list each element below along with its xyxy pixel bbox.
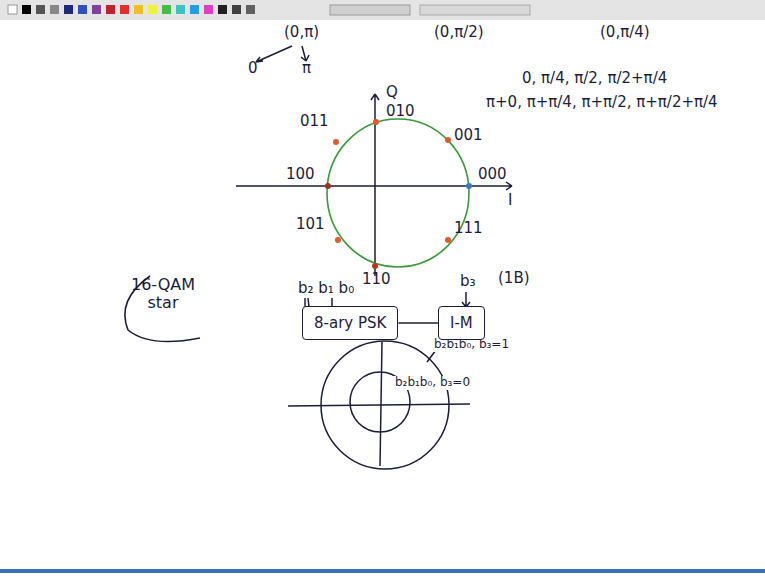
connector — [398, 323, 438, 324]
handwritten-label: 16-QAM star — [124, 276, 202, 313]
handwritten-label: b₂b₁b₀, b₃=1 — [432, 338, 511, 352]
star-circles — [288, 341, 470, 469]
handwritten-label: 0, π/4, π/2, π/2+π/4 — [520, 70, 669, 87]
box-text: 8-ary PSK — [314, 314, 386, 332]
handwritten-label: π+0, π+π/4, π+π/2, π+π/2+π/4 — [484, 94, 720, 111]
iq-axes — [236, 94, 512, 276]
handwritten-label: 101 — [294, 216, 327, 233]
handwritten-label: 000 — [476, 166, 509, 183]
toolbar — [0, 0, 765, 20]
psk-circle — [327, 119, 469, 267]
handwritten-label: 0 — [246, 60, 260, 77]
handwritten-label: π — [300, 60, 313, 77]
handwritten-label: Q — [384, 84, 400, 101]
handwritten-label: 010 — [384, 103, 417, 120]
handwritten-label: b₂b₁b₀, b₃=0 — [393, 376, 472, 390]
handwritten-label: (0,π/2) — [432, 24, 486, 41]
handwritten-label: 100 — [284, 166, 317, 183]
block-box: I-M — [438, 306, 485, 340]
bottom-bar — [0, 569, 765, 573]
handwritten-label: (0,π/4) — [598, 24, 652, 41]
handwritten-label: b₂ b₁ b₀ — [296, 280, 356, 297]
handwritten-label: 011 — [298, 113, 331, 130]
handwritten-label: 001 — [452, 127, 485, 144]
box-text: I-M — [450, 314, 473, 332]
arrows — [256, 46, 470, 307]
handwritten-label: b₃ — [458, 273, 478, 290]
handwritten-label: (1B) — [496, 270, 532, 287]
toolbar-swatches — [8, 5, 530, 15]
handwritten-label: (0,π) — [282, 24, 321, 41]
handwritten-label: I — [506, 192, 514, 209]
handwritten-label: 111 — [452, 220, 485, 237]
constellation-points — [325, 119, 472, 269]
block-box: 8-ary PSK — [302, 306, 398, 340]
handwritten-label: 110 — [360, 271, 393, 288]
